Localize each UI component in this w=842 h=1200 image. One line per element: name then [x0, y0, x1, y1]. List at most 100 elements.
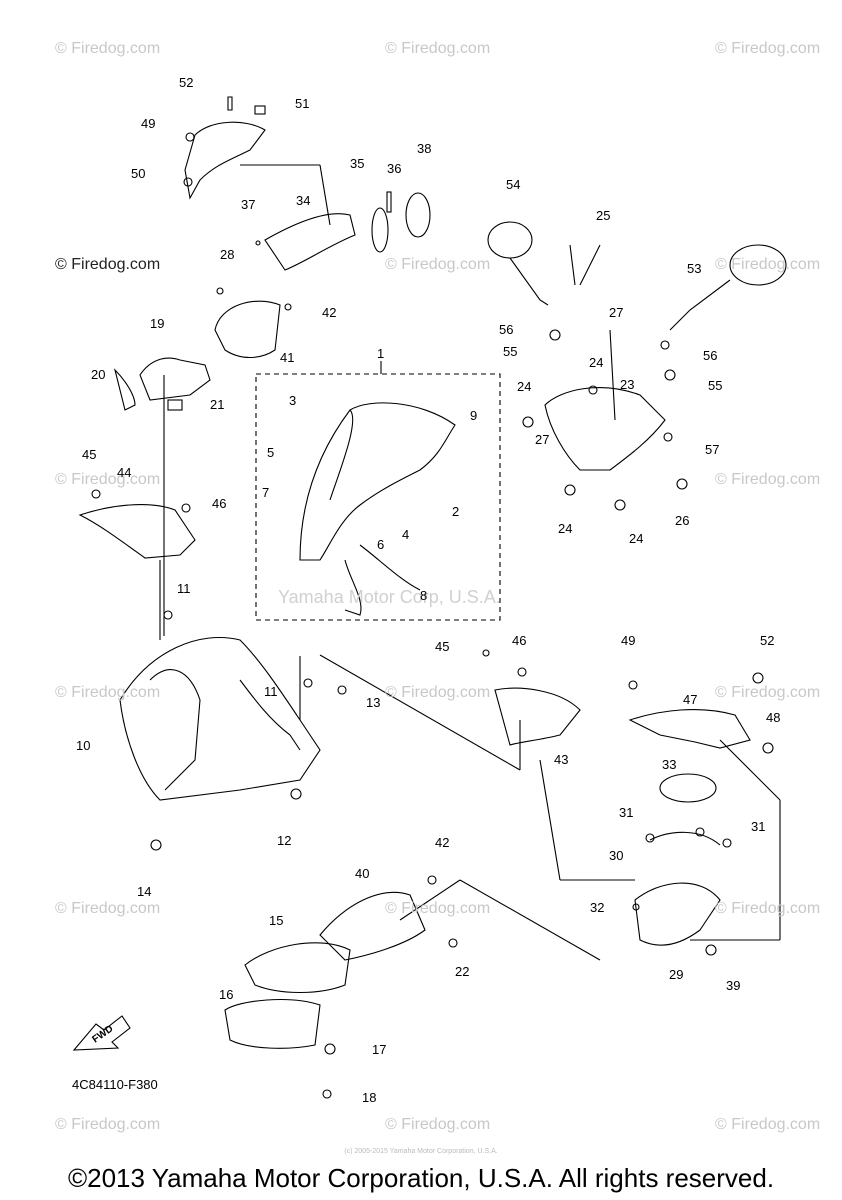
callout: 47: [683, 692, 698, 707]
callout: 20: [91, 367, 106, 382]
watermark: © Firedog.com: [715, 471, 821, 488]
front-cowling: [119, 636, 321, 801]
callout: 16: [219, 987, 234, 1002]
callout: 9: [470, 408, 478, 423]
callout: 28: [220, 247, 235, 262]
callout: 42: [435, 835, 450, 850]
callout: 49: [141, 116, 156, 131]
callout: 27: [609, 305, 624, 320]
callout: 7: [262, 485, 270, 500]
callout: 55: [503, 344, 518, 359]
callout: 30: [609, 848, 624, 863]
callout: 32: [590, 900, 605, 915]
windshield: [299, 402, 456, 561]
assembly-box: [255, 373, 501, 621]
callout: 56: [499, 322, 514, 337]
callout: 23: [620, 377, 635, 392]
inner-panel-47: [628, 709, 751, 749]
callout: 55: [708, 378, 723, 393]
callout: 19: [150, 316, 165, 331]
callout: 46: [512, 633, 527, 648]
watermark: © Firedog.com: [385, 256, 491, 273]
watermark: © Firedog.com: [715, 256, 821, 273]
callout: 45: [82, 447, 97, 462]
callout: 11: [177, 581, 191, 596]
watermark: © Firedog.com: [55, 256, 161, 273]
watermark: © Firedog.com: [385, 684, 491, 701]
callout: 42: [322, 305, 337, 320]
intake-duct-41: [214, 300, 281, 359]
watermark: © Firedog.com: [385, 900, 491, 917]
inline-watermark: Yamaha Motor Corp, U.S.A.: [278, 587, 501, 607]
callout: 31: [619, 805, 634, 820]
watermark: © Firedog.com: [715, 684, 821, 701]
watermark: © Firedog.com: [715, 1116, 821, 1133]
inner-panel-44: [78, 504, 196, 559]
callout: 54: [506, 177, 521, 192]
duct-40: [319, 891, 426, 961]
callout: 13: [366, 695, 381, 710]
ring-33: [659, 773, 717, 803]
callout: 22: [455, 964, 470, 979]
callout: 18: [362, 1090, 377, 1105]
callout: 52: [760, 633, 775, 648]
callout: 24: [558, 521, 573, 536]
callout: 50: [131, 166, 146, 181]
mirror-left: [487, 221, 533, 259]
callout: 5: [267, 445, 275, 460]
callout: 33: [662, 757, 677, 772]
watermark: © Firedog.com: [55, 1116, 161, 1133]
watermark: © Firedog.com: [715, 40, 821, 57]
callout: 57: [705, 442, 720, 457]
watermark: © Firedog.com: [55, 471, 161, 488]
callout: 14: [137, 884, 152, 899]
watermark: © Firedog.com: [55, 900, 161, 917]
callout: 24: [629, 531, 644, 546]
callout: 34: [296, 193, 311, 208]
callout: 6: [377, 537, 385, 552]
callout: 53: [687, 261, 702, 276]
callout: 41: [280, 350, 295, 365]
inner-panel-43: [494, 687, 581, 746]
callout: 43: [554, 752, 569, 767]
callout: 38: [417, 141, 432, 156]
watermark: © Firedog.com: [385, 1116, 491, 1133]
watermark: © Firedog.com: [385, 40, 491, 57]
callout: 27: [535, 432, 550, 447]
callout: 12: [277, 833, 292, 848]
callout: 24: [517, 379, 532, 394]
callout: 25: [596, 208, 611, 223]
callout: 2: [452, 504, 460, 519]
duct-15: [244, 942, 351, 994]
callout: 46: [212, 496, 227, 511]
callout: 49: [621, 633, 636, 648]
watermark: © Firedog.com: [55, 684, 161, 701]
callout: 8: [420, 588, 428, 603]
callout: 35: [350, 156, 365, 171]
callout: 15: [269, 913, 284, 928]
callout: 36: [387, 161, 402, 176]
callout: 26: [675, 513, 690, 528]
callout: 29: [669, 967, 684, 982]
callout: 31: [751, 819, 766, 834]
copyright-footer: ©2013 Yamaha Motor Corporation, U.S.A. A…: [67, 1163, 775, 1193]
callout: 3: [289, 393, 297, 408]
callout: 48: [766, 710, 781, 725]
callout: 10: [76, 738, 91, 753]
callout: 11: [264, 684, 278, 699]
callout: 17: [372, 1042, 387, 1057]
fwd-arrow: [72, 1015, 131, 1051]
watermark: © Firedog.com: [55, 40, 161, 57]
stay-top: [184, 121, 266, 200]
callout: 4: [402, 527, 410, 542]
callout: 51: [295, 96, 310, 111]
callout: 56: [703, 348, 718, 363]
bracket-stay: [544, 387, 666, 471]
callout: 39: [726, 978, 741, 993]
callout: 37: [241, 197, 256, 212]
callout: 52: [179, 75, 194, 90]
duct-29: [634, 882, 721, 946]
callout: 40: [355, 866, 370, 881]
callout: 1: [377, 346, 385, 361]
